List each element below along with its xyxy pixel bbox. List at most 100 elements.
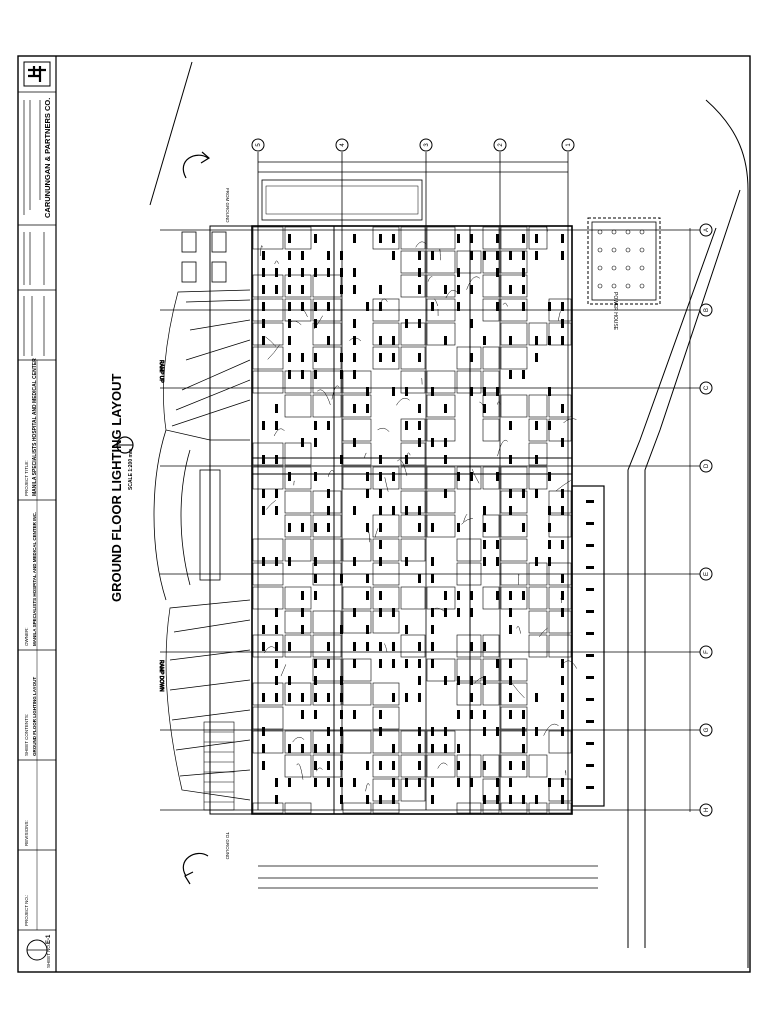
light-fixture	[496, 234, 499, 243]
room-partition	[252, 298, 284, 322]
room-partition	[528, 226, 548, 250]
light-fixture	[509, 370, 512, 379]
light-fixture	[262, 302, 265, 311]
room-partition	[426, 658, 456, 682]
light-fixture	[483, 506, 486, 515]
power-house: POWER HOUSE	[587, 217, 661, 331]
room-partition	[426, 226, 456, 250]
light-fixture	[392, 472, 395, 481]
svg-text:H: H	[704, 808, 710, 812]
light-fixture	[561, 727, 564, 736]
light-fixture	[379, 472, 382, 481]
room-partition	[456, 682, 482, 706]
light-fixture	[392, 336, 395, 345]
room-partition	[252, 706, 284, 730]
room-partition	[372, 562, 400, 586]
wiring-run	[471, 468, 480, 484]
room-partition	[312, 394, 342, 418]
light-fixture	[611, 247, 617, 253]
light-fixture	[405, 693, 408, 702]
room-partition	[400, 370, 426, 394]
room-partition	[528, 754, 548, 778]
light-fixture	[431, 251, 434, 260]
light-fixture	[262, 727, 265, 736]
light-fixture	[353, 778, 356, 787]
room-partition	[500, 514, 528, 538]
light-fixture	[379, 506, 382, 515]
light-fixture	[483, 523, 486, 532]
light-fixture	[522, 795, 525, 804]
room-partition	[284, 610, 312, 634]
wiring-run	[384, 477, 389, 492]
wiring-run	[316, 767, 323, 772]
wiring-run	[296, 763, 304, 780]
room-partition	[372, 802, 400, 814]
room-partition	[284, 730, 312, 754]
light-fixture	[314, 591, 317, 600]
light-fixture	[262, 251, 265, 260]
light-fixture	[548, 540, 551, 549]
light-fixture	[418, 659, 421, 668]
wiring-run	[264, 646, 276, 654]
room-partition	[284, 466, 312, 490]
light-fixture	[379, 795, 382, 804]
room-partition	[500, 730, 528, 754]
room-partition	[548, 322, 572, 346]
room-partition	[312, 634, 342, 658]
light-fixture	[586, 764, 594, 767]
light-fixture	[314, 574, 317, 583]
light-fixture	[275, 642, 278, 651]
light-fixture	[301, 591, 304, 600]
light-fixture	[470, 387, 473, 396]
dimension-lines	[258, 161, 691, 889]
light-fixture	[379, 285, 382, 294]
room-partition	[284, 370, 312, 394]
light-fixture	[535, 795, 538, 804]
light-fixture	[509, 591, 512, 600]
light-fixture	[340, 710, 343, 719]
light-fixture	[262, 285, 265, 294]
room-partition	[400, 730, 426, 754]
light-fixture	[470, 472, 473, 481]
wiring-run	[314, 315, 323, 330]
light-fixture	[509, 659, 512, 668]
room-partition	[372, 706, 400, 730]
light-fixture	[625, 283, 631, 289]
light-fixture	[483, 761, 486, 770]
light-fixture	[340, 676, 343, 685]
room-partition	[400, 778, 426, 802]
light-fixture	[509, 778, 512, 787]
light-fixture	[548, 557, 551, 566]
title-block: CARUNUNGAN & PARTNERS CO. PROJECT TITLE:…	[18, 56, 57, 972]
drawing-title: GROUND FLOOR LIGHTING LAYOUT	[109, 373, 124, 602]
light-fixture	[340, 625, 343, 634]
light-fixture	[586, 500, 594, 503]
light-fixture	[340, 268, 343, 277]
light-fixture	[561, 404, 564, 413]
light-fixture	[405, 659, 408, 668]
light-fixture	[275, 693, 278, 702]
light-fixture	[586, 698, 594, 701]
wiring-run	[497, 439, 508, 457]
room-partition	[252, 322, 284, 346]
light-fixture	[288, 319, 291, 328]
driveway	[153, 429, 221, 601]
light-fixture	[379, 234, 382, 243]
room-partition	[456, 370, 482, 394]
room-partition	[400, 346, 426, 370]
room-partition	[426, 514, 456, 538]
room-partition	[482, 802, 500, 814]
light-fixture	[340, 285, 343, 294]
room-partition	[500, 394, 528, 418]
room-partition	[500, 586, 528, 610]
light-fixture	[353, 506, 356, 515]
light-fixture	[483, 251, 486, 260]
light-fixture	[444, 489, 447, 498]
room-partition	[548, 610, 572, 634]
room-partition	[456, 346, 482, 370]
light-fixture	[509, 625, 512, 634]
light-fixture	[314, 778, 317, 787]
room-partition	[372, 466, 400, 490]
room-partition	[252, 274, 284, 298]
light-fixture	[483, 404, 486, 413]
